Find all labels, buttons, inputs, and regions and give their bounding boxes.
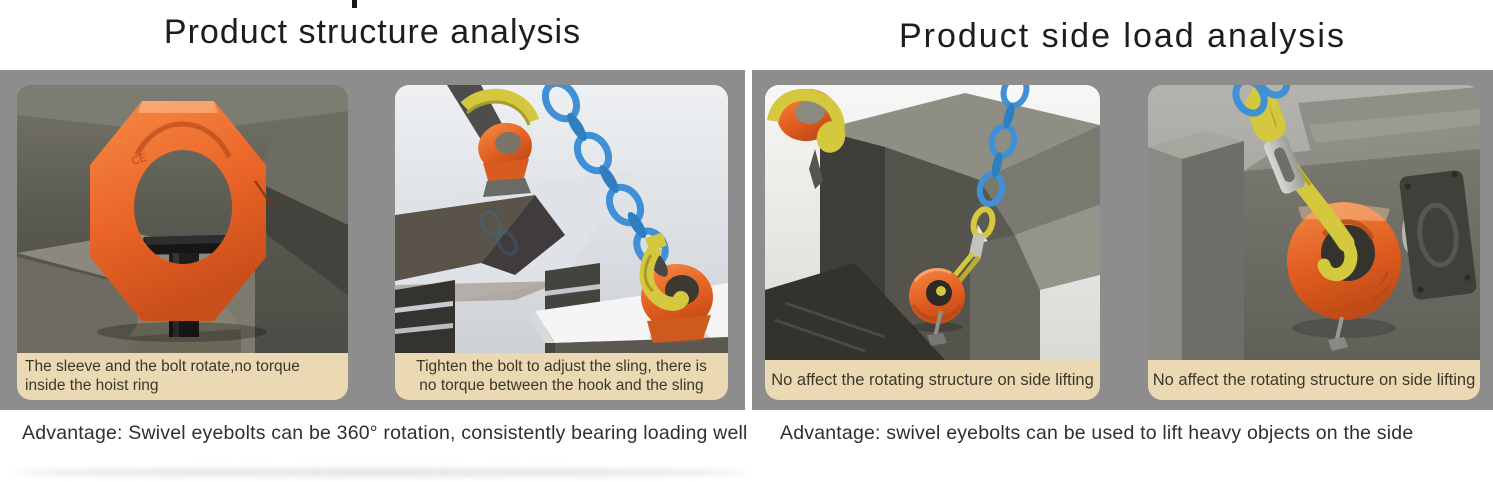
advantage-text-right: Advantage: swivel eyebolts can be used t… — [780, 422, 1414, 444]
left-section-title: Product structure analysis — [163, 13, 582, 51]
photo-caption: The sleeve and the bolt rotate,no torque… — [17, 353, 348, 400]
photo-chain-sling: Tighten the bolt to adjust the sling, th… — [395, 85, 728, 400]
ce-marking: CE — [130, 152, 148, 168]
advantage-text-left: Advantage: Swivel eyebolts can be 360° r… — [22, 422, 748, 444]
photo-caption: No affect the rotating structure on side… — [765, 360, 1100, 400]
photo-hoist-ring-bolt: CE The sleeve and the bolt rotate,no tor… — [17, 85, 348, 400]
photo-caption: No affect the rotating structure on side… — [1148, 360, 1480, 400]
photo-side-lift-closeup: No affect the rotating structure on side… — [1148, 85, 1480, 400]
right-section-title: Product side load analysis — [898, 17, 1346, 55]
photo-side-lift-block: No affect the rotating structure on side… — [765, 85, 1100, 400]
side-lift-illustration — [765, 85, 1100, 360]
photo-caption: Tighten the bolt to adjust the sling, th… — [395, 353, 728, 400]
chain-sling-illustration — [395, 85, 728, 353]
hoist-ring-illustration: CE — [17, 85, 348, 353]
cropped-text-fragment — [352, 0, 357, 8]
bottom-divider — [15, 468, 746, 477]
side-lift-closeup-illustration — [1148, 85, 1480, 360]
